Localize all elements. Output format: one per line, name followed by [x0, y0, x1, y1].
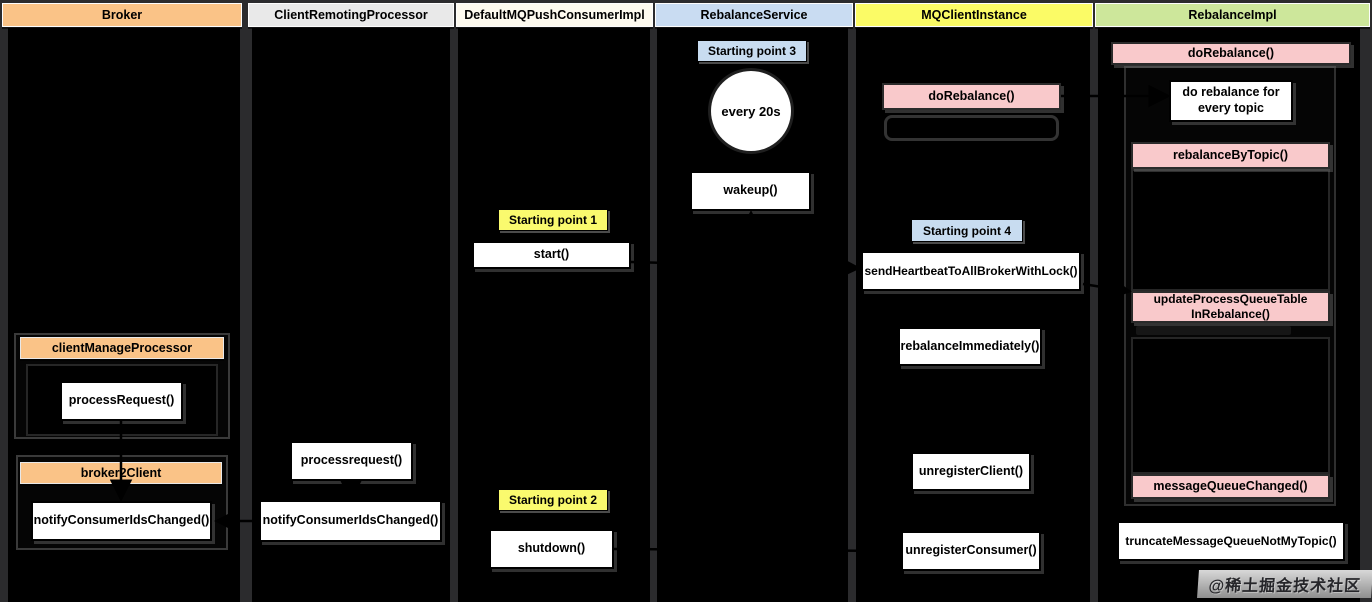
- column-header-rebalance-impl: RebalanceImpl: [1095, 3, 1370, 27]
- wakeup-box: wakeup(): [690, 171, 811, 211]
- column-header-rebalance-service: RebalanceService: [655, 3, 853, 27]
- rebalance-immediately-box: rebalanceImmediately(): [898, 327, 1042, 366]
- watermark: @稀土掘金技术社区: [1197, 570, 1372, 598]
- start-box: start(): [472, 241, 631, 269]
- message-queue-changed-box: messageQueueChanged(): [1131, 474, 1330, 499]
- unregister-consumer-box: unregisterConsumer(): [901, 531, 1041, 571]
- truncate-message-queue-box: truncateMessageQueueNotMyTopic(): [1117, 521, 1345, 561]
- process-request-box-broker: processRequest(): [60, 381, 183, 421]
- do-rebalance-box-rebalance-impl: doRebalance(): [1111, 42, 1351, 65]
- broker2client-bar: broker2Client: [20, 462, 222, 484]
- column-header-mq-client-instance: MQClientInstance: [855, 3, 1093, 27]
- notify-consumer-ids-changed-box-broker: notifyConsumerIdsChanged(): [31, 501, 212, 541]
- every-20s-circle: every 20s: [711, 71, 791, 151]
- column-header-client-remoting-processor: ClientRemotingProcessor: [248, 3, 454, 27]
- starting-point-3-badge: Starting point 3: [697, 40, 807, 62]
- starting-point-1-badge: Starting point 1: [498, 209, 608, 231]
- message-queue-frame: [1131, 337, 1330, 474]
- obscured-text-remnant: [1136, 326, 1291, 335]
- shutdown-box: shutdown(): [489, 529, 614, 569]
- lane-default-mq-push-consumer-impl: [458, 28, 650, 602]
- send-heartbeat-box: sendHeartbeatToAllBrokerWithLock(): [861, 251, 1081, 291]
- starting-point-4-badge: Starting point 4: [911, 219, 1023, 242]
- starting-point-2-badge: Starting point 2: [498, 489, 608, 511]
- process-request-box-client-remoting: processrequest(): [290, 441, 413, 481]
- update-process-queue-table-box: updateProcessQueueTable InRebalance(): [1131, 291, 1330, 323]
- do-rebalance-box-mq-client: doRebalance(): [882, 83, 1061, 110]
- rebalance-by-topic-box: rebalanceByTopic(): [1131, 142, 1330, 169]
- rebalance-by-topic-frame: [1131, 169, 1330, 291]
- column-header-default-mq-push-consumer-impl: DefaultMQPushConsumerImpl: [456, 3, 653, 27]
- client-manage-processor-bar: clientManageProcessor: [20, 337, 224, 359]
- redacted-box: [884, 115, 1059, 141]
- unregister-client-box: unregisterClient(): [911, 452, 1031, 491]
- column-header-broker: Broker: [2, 3, 242, 27]
- notify-consumer-ids-changed-box-client-remoting: notifyConsumerIdsChanged(): [259, 500, 442, 542]
- do-rebalance-note-box: do rebalance for every topic: [1169, 80, 1293, 122]
